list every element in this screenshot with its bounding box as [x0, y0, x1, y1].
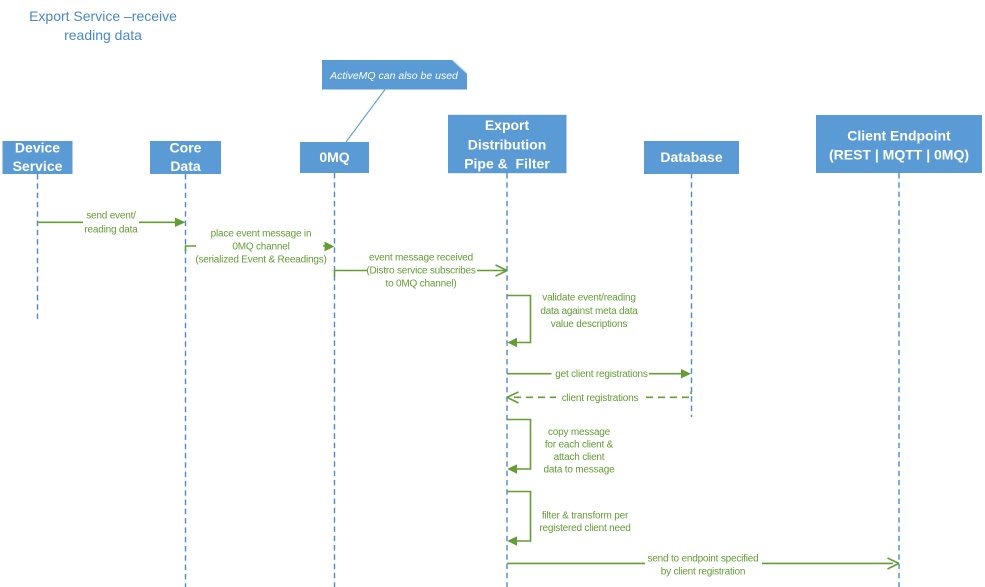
- svg-text:0MQ: 0MQ: [319, 149, 349, 165]
- svg-text:client registrations: client registrations: [562, 393, 639, 404]
- svg-text:Pipe & Filter: Pipe & Filter: [464, 156, 550, 172]
- svg-text:place event message in: place event message in: [211, 229, 312, 240]
- svg-text:0MQ channel: 0MQ channel: [232, 242, 289, 253]
- svg-text:send event/: send event/: [86, 211, 136, 222]
- svg-text:filter & transform per: filter & transform per: [542, 510, 629, 521]
- svg-text:copy message: copy message: [548, 427, 611, 438]
- svg-text:(serialized Event & Reeadings): (serialized Event & Reeadings): [195, 255, 326, 266]
- svg-text:reading data: reading data: [84, 225, 138, 236]
- svg-text:Service: Service: [13, 158, 63, 174]
- svg-text:Database: Database: [660, 149, 722, 165]
- svg-text:value descriptions: value descriptions: [551, 319, 628, 330]
- svg-text:by client registration: by client registration: [661, 567, 746, 578]
- svg-text:ActiveMQ can also be used: ActiveMQ can also be used: [329, 70, 459, 82]
- svg-text:(Distro service subscribes: (Distro service subscribes: [366, 266, 475, 277]
- svg-text:to 0MQ channel): to 0MQ channel): [386, 279, 457, 290]
- svg-text:attach client: attach client: [554, 452, 605, 463]
- svg-text:data to message: data to message: [544, 464, 616, 475]
- svg-text:Distribution: Distribution: [468, 136, 547, 152]
- svg-text:(REST | MQTT | 0MQ): (REST | MQTT | 0MQ): [829, 147, 969, 163]
- svg-text:data against meta data: data against meta data: [540, 306, 638, 317]
- svg-text:Core: Core: [170, 140, 202, 156]
- svg-text:Device: Device: [15, 140, 60, 156]
- svg-text:event message received: event message received: [369, 253, 473, 264]
- svg-text:Export: Export: [485, 117, 530, 133]
- svg-text:for each client &: for each client &: [545, 439, 614, 450]
- svg-text:Export Service –receive: Export Service –receive: [29, 8, 177, 24]
- svg-text:Client Endpoint: Client Endpoint: [847, 128, 951, 144]
- svg-text:send to endpoint specified: send to endpoint specified: [648, 554, 759, 565]
- svg-text:validate event/reading: validate event/reading: [542, 293, 635, 304]
- svg-text:get client registrations: get client registrations: [555, 369, 648, 380]
- svg-text:registered client need: registered client need: [539, 523, 630, 534]
- svg-text:reading data: reading data: [64, 27, 142, 43]
- svg-text:Data: Data: [170, 158, 201, 174]
